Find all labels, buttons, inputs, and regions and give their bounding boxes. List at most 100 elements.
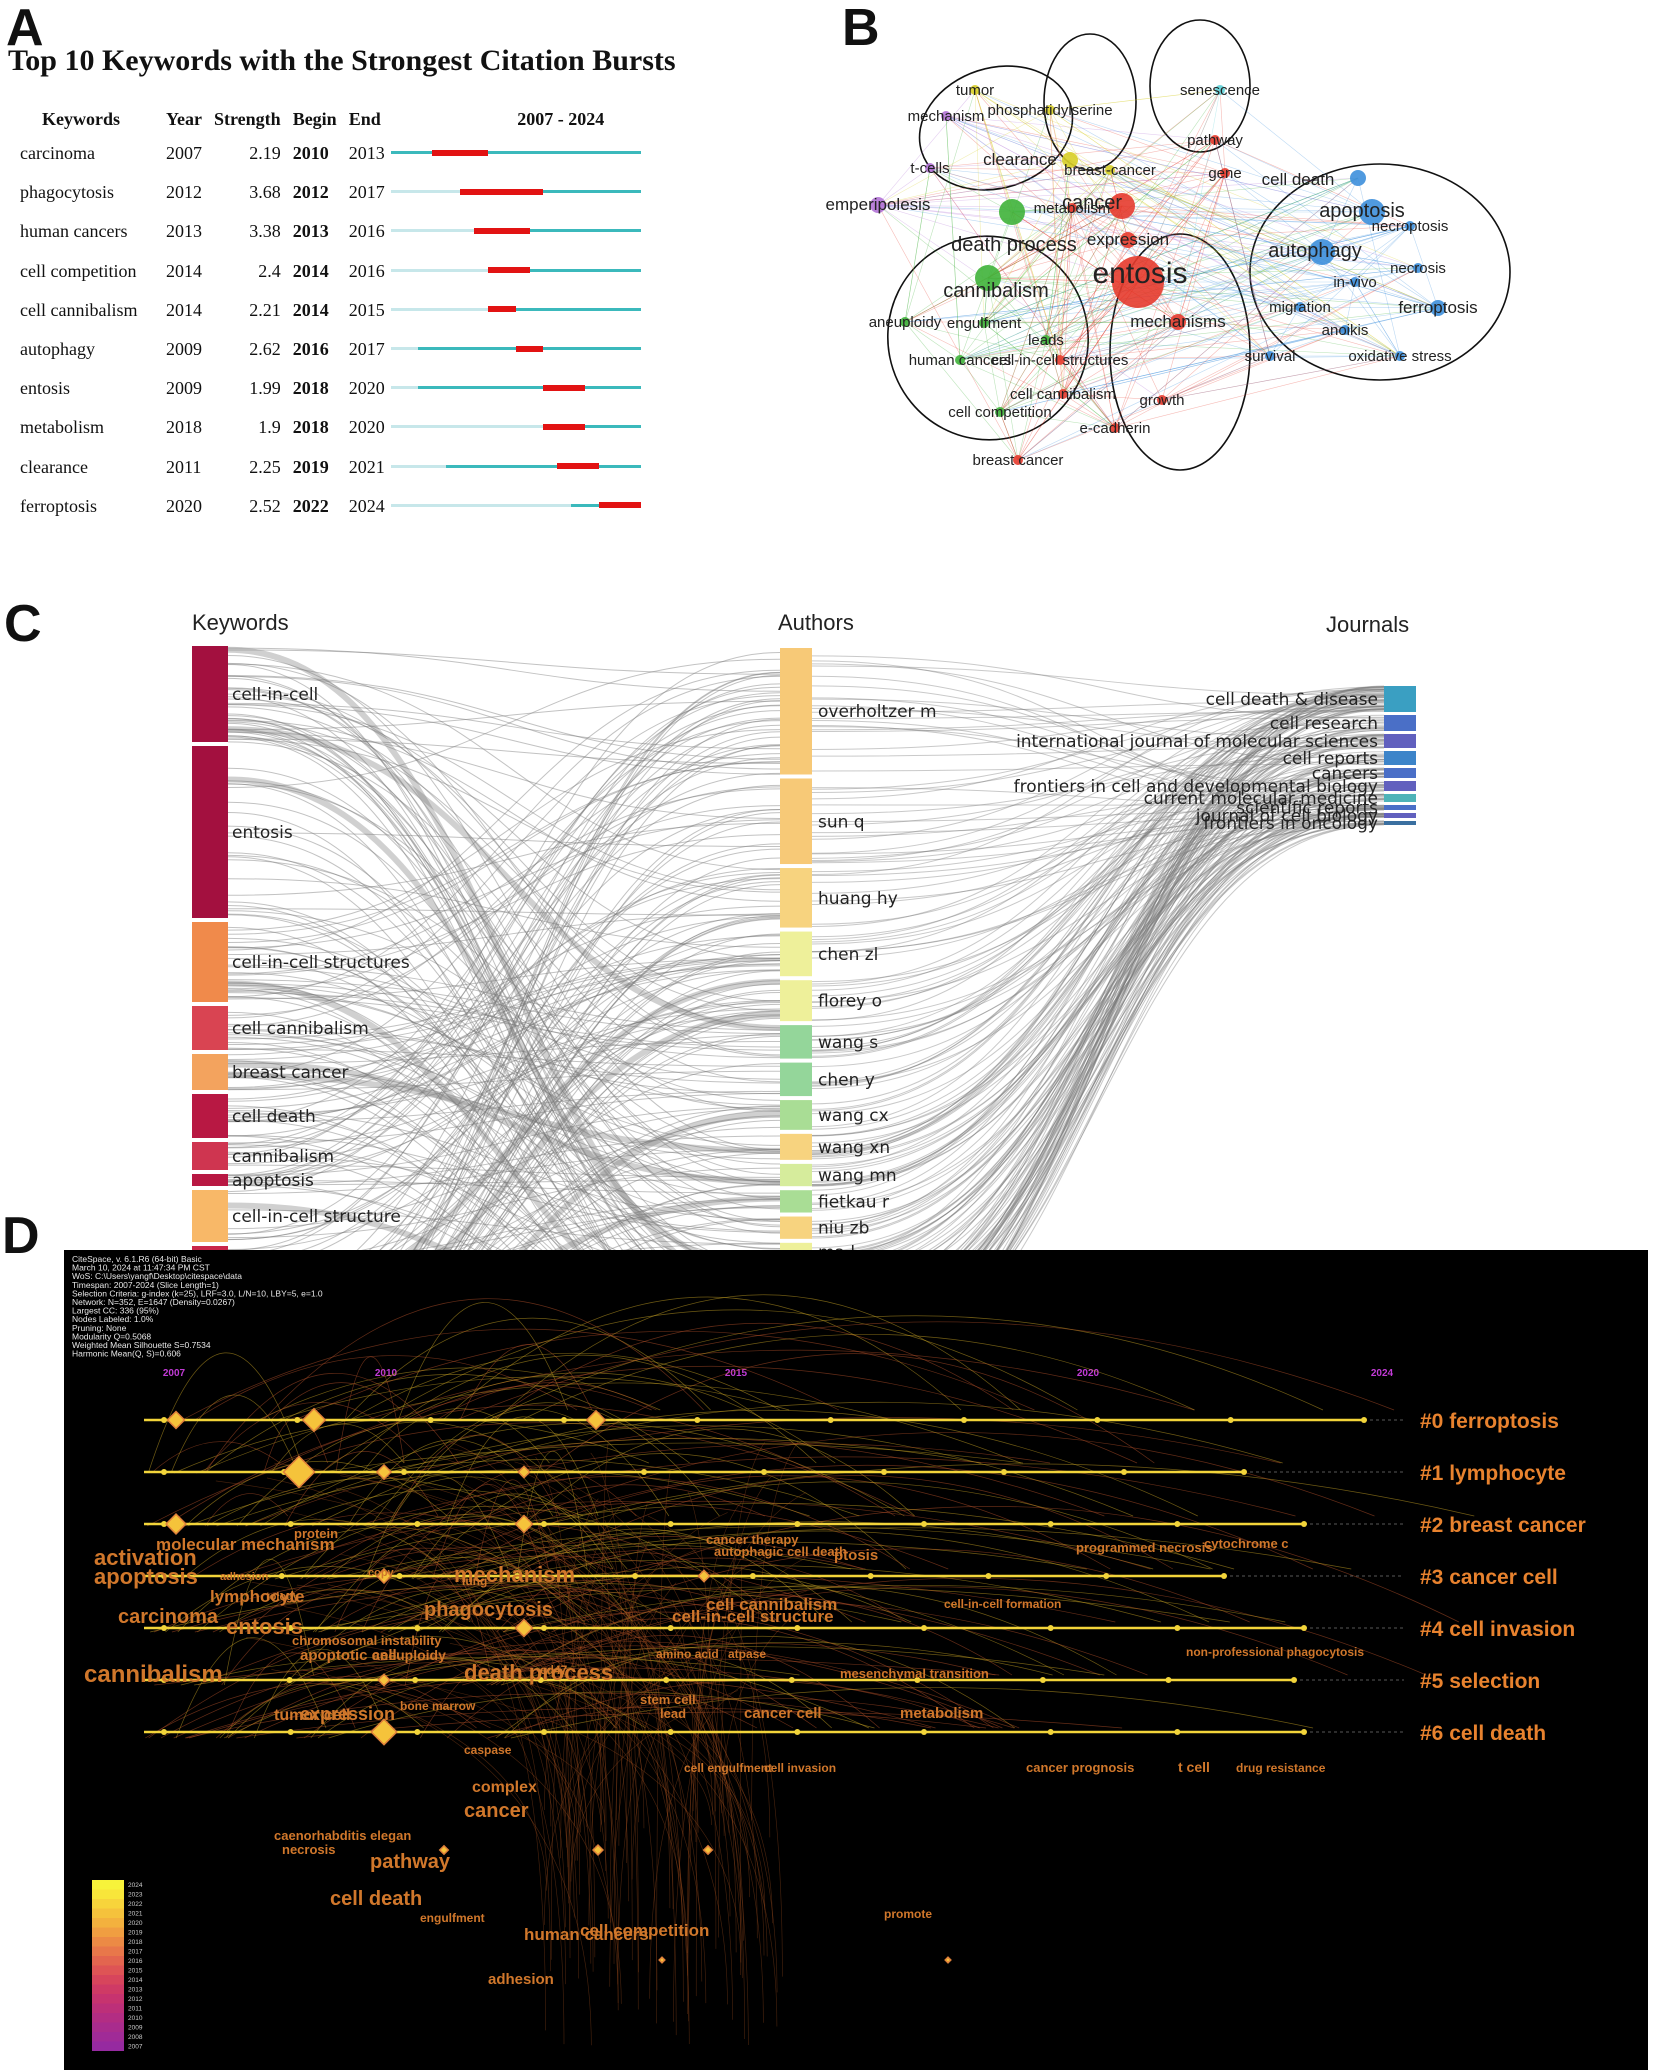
- network-edge: [1354, 225, 1411, 283]
- sankey-flow: [838, 772, 1385, 1250]
- sankey-flow: [227, 788, 781, 975]
- sankey-flow: [980, 726, 1385, 1250]
- network-node: [1013, 455, 1023, 465]
- network-node: [1210, 135, 1220, 145]
- citation-arc: [647, 1515, 783, 1977]
- timeline-keyword-label: cell-in-cell structure: [672, 1607, 834, 1626]
- network-node-label: t-cells: [910, 160, 949, 177]
- burst-timeline: [390, 408, 731, 447]
- citation-arc: [250, 1501, 949, 1580]
- network-edge: [877, 204, 1356, 283]
- sankey-flow: [811, 699, 1385, 1057]
- citation-arc: [601, 1577, 652, 1825]
- sankey-flow: [811, 746, 1385, 1003]
- sankey-flow: [227, 1184, 503, 1250]
- timeline-node: [921, 1729, 927, 1735]
- cluster-node-diamond: [585, 1409, 607, 1431]
- timeline-keyword-label: cell death: [330, 1888, 422, 1910]
- sankey-flow: [227, 1014, 781, 1149]
- sankey-flow: [227, 720, 781, 1075]
- burst-timeline: [390, 330, 731, 369]
- timeline-node: [1094, 1417, 1101, 1423]
- sankey-flow: [811, 706, 1385, 750]
- sankey-flow: [227, 801, 781, 1226]
- sankey-flow: [227, 744, 781, 1178]
- info-line: WoS: C:\Users\yangf\Desktop\citespace\da…: [72, 1271, 242, 1281]
- network-edge: [999, 321, 1179, 413]
- network-edge: [1059, 359, 1116, 429]
- burst-end: 2013: [348, 143, 385, 164]
- burst-end: 2017: [348, 339, 385, 360]
- network-edge: [1045, 177, 1359, 341]
- network-edge: [1409, 225, 1439, 309]
- sankey-flow: [467, 933, 781, 1250]
- cluster-node-diamond: [438, 1844, 450, 1856]
- citation-arc: [445, 1416, 599, 1527]
- sankey-flow: [227, 658, 781, 788]
- sankey-flow: [976, 799, 1385, 1250]
- sankey-flow: [227, 1179, 781, 1194]
- network-edge: [1177, 321, 1346, 331]
- citation-arc: [270, 1382, 402, 1421]
- sankey-flow: [811, 806, 1385, 1249]
- network-edge: [1059, 159, 1071, 361]
- network-edge: [959, 211, 1373, 361]
- citation-arc: [448, 1441, 619, 2011]
- citation-arc: [329, 1519, 778, 1993]
- burst-bar-active: [446, 464, 641, 468]
- sankey-flow: [811, 690, 1385, 1152]
- citation-arc: [219, 1684, 424, 1739]
- sankey-keyword-label: cell-in-cell structure: [232, 1207, 401, 1227]
- citation-arc: [651, 1589, 758, 1939]
- sankey-flow: [411, 1198, 781, 1250]
- network-edge: [983, 177, 1359, 324]
- citation-arc: [194, 1355, 578, 1421]
- sankey-flow: [227, 1008, 781, 1118]
- timeline-node: [1221, 1573, 1227, 1579]
- citation-arc: [535, 1456, 580, 1895]
- network-edge: [929, 167, 1116, 429]
- citation-arc: [692, 1491, 807, 1812]
- network-node: [1265, 351, 1275, 361]
- network-edge: [877, 169, 1111, 206]
- network-edge: [983, 207, 1073, 324]
- network-edge: [1049, 109, 1401, 357]
- sankey-flow: [227, 1036, 781, 1244]
- sankey-flow: [581, 1204, 781, 1250]
- sankey-flow: [811, 755, 1385, 1226]
- network-edge: [983, 225, 1411, 324]
- panel-label-c: C: [4, 595, 42, 653]
- network-node-label: death process: [951, 234, 1077, 256]
- network-edge: [1114, 251, 1323, 429]
- sankey-flow: [874, 757, 1385, 1250]
- sankey-keyword-node: [192, 646, 228, 742]
- sankey-journal-label: cell research: [1270, 714, 1378, 734]
- sankey-flow: [811, 722, 1385, 793]
- timeline-node: [1301, 1625, 1307, 1631]
- sankey-flow: [227, 687, 781, 1228]
- sankey-flow: [914, 737, 1385, 1250]
- burst-bar-active: [418, 386, 641, 390]
- network-edge: [945, 115, 1373, 213]
- citation-arc: [649, 1552, 771, 1838]
- sankey-flow: [928, 789, 1385, 1250]
- citation-arc: [521, 1333, 1195, 1421]
- network-edge: [983, 177, 1359, 324]
- sankey-flow: [811, 816, 1385, 877]
- citation-arc: [472, 1548, 866, 1580]
- sankey-author-node: [780, 1062, 812, 1097]
- citation-arc: [518, 1600, 683, 1933]
- network-node: [1120, 232, 1136, 248]
- citation-arc: [372, 1437, 981, 1474]
- sankey-flow: [811, 807, 1385, 1166]
- burst-bar-active: [487, 307, 641, 311]
- network-edge: [877, 204, 1139, 283]
- citation-arc: [173, 1417, 649, 1474]
- citation-arc: [740, 1564, 743, 1975]
- network-edge: [1109, 169, 1439, 309]
- sankey-flow: [811, 814, 1385, 834]
- burst-bar-burst: [557, 463, 600, 470]
- network-edge: [1062, 329, 1346, 395]
- burst-timeline: [390, 291, 731, 330]
